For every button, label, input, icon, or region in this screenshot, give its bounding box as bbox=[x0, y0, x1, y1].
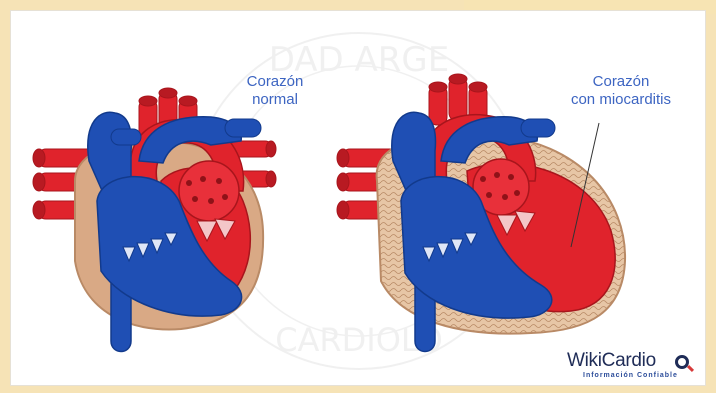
logo-tagline: Información Confiable bbox=[583, 372, 678, 379]
illustration-frame: DAD ARGE CARDIOLO bbox=[10, 10, 706, 386]
wikicardio-logo-icon bbox=[675, 355, 689, 369]
label-normal-heart: Corazón normal bbox=[235, 73, 315, 109]
logo-brand: WikiCardio bbox=[567, 351, 656, 371]
label-myocarditis-heart-text: Corazón con miocarditis bbox=[571, 73, 671, 108]
heart-myocarditis-illustration bbox=[337, 74, 625, 352]
heart-normal-illustration bbox=[33, 88, 276, 352]
wikicardio-logo: WikiCardio Información Confiable bbox=[567, 351, 697, 383]
hearts-illustration: DAD ARGE CARDIOLO bbox=[11, 11, 706, 386]
label-myocarditis-heart: Corazón con miocarditis bbox=[551, 73, 691, 109]
label-normal-heart-text: Corazón normal bbox=[247, 73, 304, 108]
